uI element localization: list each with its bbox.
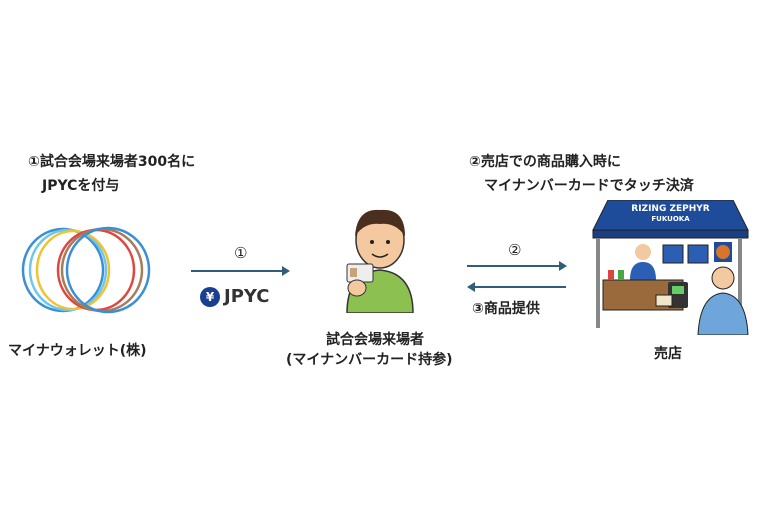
jpyc-coin-icon: ¥	[200, 286, 220, 307]
step2-caption-line1: ②売店での商品購入時に	[469, 154, 621, 170]
tent-line2: FUKUOKA	[651, 215, 690, 223]
rings-logo-icon	[21, 226, 151, 314]
tent-line1: RIZING ZEPHYR	[631, 204, 710, 214]
visitor-label-line2: (マイナンバーカード持参)	[286, 352, 453, 368]
shop-label: 売店	[654, 346, 682, 362]
step1-caption-line2: JPYCを付与	[42, 178, 120, 194]
issuer-name: マイナウォレット(株)	[8, 343, 147, 359]
arrow1-label: ①	[234, 244, 248, 262]
arrow1-right	[191, 266, 290, 276]
arrow2-right	[467, 261, 567, 271]
jpyc-logo: ¥ JPYC	[200, 286, 270, 307]
step2-caption-line2: マイナンバーカードでタッチ決済	[484, 178, 694, 194]
visitor-label-line1: 試合会場来場者	[326, 332, 424, 348]
arrow3-left	[467, 282, 566, 292]
tent-icon	[592, 200, 749, 335]
jpyc-label: JPYC	[224, 286, 270, 307]
shop-booth-illustration: RIZING ZEPHYR FUKUOKA	[588, 200, 753, 335]
step1-caption-line1: ①試合会場来場者300名に	[28, 154, 196, 170]
arrow2-label: ②	[508, 241, 522, 259]
visitor-illustration-icon	[346, 209, 414, 313]
arrow3-label: ③商品提供	[472, 301, 540, 317]
tent-banner: RIZING ZEPHYR FUKUOKA	[588, 204, 753, 224]
